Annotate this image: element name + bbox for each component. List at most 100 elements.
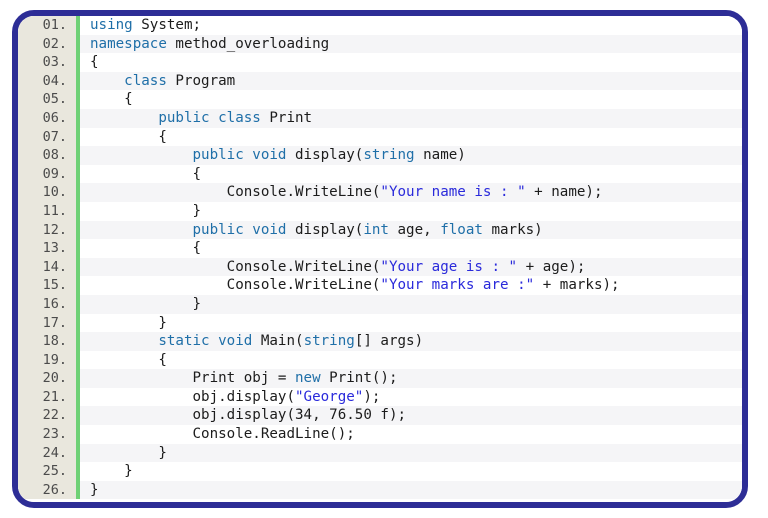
code-plain-text: Console.WriteLine( [90, 277, 381, 294]
code-keyword: new [295, 370, 321, 387]
code-line-text: public void display(int age, float marks… [80, 221, 742, 240]
code-keyword: float [440, 221, 483, 238]
code-line-text: } [80, 314, 742, 333]
code-line[interactable]: 09. { [18, 164, 742, 184]
line-number: 18. [18, 332, 80, 351]
code-plain-text: { [90, 128, 167, 145]
code-line[interactable]: 07. { [18, 127, 742, 147]
code-plain-text: } [90, 295, 202, 312]
code-line[interactable]: 03.{ [18, 53, 742, 72]
code-plain-text: Console.WriteLine( [90, 258, 381, 275]
line-number: 14. [18, 257, 80, 277]
code-line[interactable]: 06. public class Print [18, 108, 742, 128]
line-number: 22. [18, 406, 80, 426]
code-line[interactable]: 23. Console.ReadLine(); [18, 425, 742, 444]
code-line-text: } [80, 462, 742, 481]
code-line-text: } [80, 295, 742, 314]
code-line-text: Console.WriteLine("Your marks are :" + m… [80, 276, 742, 295]
code-line[interactable]: 13. { [18, 239, 742, 258]
line-number: 21. [18, 387, 80, 407]
code-line[interactable]: 17. } [18, 313, 742, 333]
code-plain-text: [] args) [354, 333, 424, 350]
code-keyword: public class [158, 109, 261, 126]
code-line-text: { [80, 128, 742, 147]
code-line-text: { [80, 165, 742, 184]
code-plain-text: display( [286, 147, 364, 164]
code-line[interactable]: 20. Print obj = new Print(); [18, 369, 742, 388]
line-number: 13. [18, 239, 80, 258]
code-line[interactable]: 15. Console.WriteLine("Your marks are :"… [18, 276, 742, 295]
code-string-literal: "Your age is : " [380, 258, 518, 275]
code-line[interactable]: 05. { [18, 90, 742, 109]
line-number: 16. [18, 294, 80, 314]
line-number: 06. [18, 108, 80, 128]
code-plain-text: { [90, 240, 202, 257]
code-plain-text: + marks); [534, 277, 620, 294]
code-plain-text: { [90, 91, 133, 108]
code-plain-text: Print [260, 109, 313, 126]
code-line-text: public void display(string name) [80, 146, 742, 165]
code-line-text: public class Print [80, 109, 742, 128]
code-line[interactable]: 02.namespace method_overloading [18, 34, 742, 54]
code-line-text: Console.WriteLine("Your age is : " + age… [80, 258, 742, 277]
code-plain-text [90, 222, 193, 238]
code-line[interactable]: 18. static void Main(string[] args) [18, 332, 742, 351]
code-editor-frame: 01.using System;02.namespace method_over… [12, 10, 748, 508]
code-line[interactable]: 04. class Program [18, 71, 742, 91]
code-line[interactable]: 10. Console.WriteLine("Your name is : " … [18, 183, 742, 202]
code-line[interactable]: 08. public void display(string name) [18, 146, 742, 165]
code-line-text: } [80, 481, 742, 500]
code-line-text: static void Main(string[] args) [80, 332, 742, 351]
code-line[interactable]: 22. obj.display(34, 76.50 f); [18, 406, 742, 426]
code-plain-text [90, 147, 193, 163]
line-number: 04. [18, 71, 80, 91]
code-plain-text: } [90, 314, 167, 331]
code-line[interactable]: 26.} [18, 480, 742, 500]
code-plain-text [90, 333, 158, 349]
code-line[interactable]: 16. } [18, 294, 742, 314]
line-number: 17. [18, 313, 80, 333]
code-plain-text: Main( [252, 333, 304, 350]
code-line[interactable]: 24. } [18, 443, 742, 463]
code-line[interactable]: 19. { [18, 350, 742, 370]
code-plain-text: { [90, 54, 99, 71]
code-plain-text: obj.display(34, 76.50 f); [90, 407, 407, 424]
code-plain-text: Console.ReadLine(); [90, 426, 355, 443]
code-plain-text: { [90, 351, 167, 368]
line-number: 24. [18, 443, 80, 463]
line-number: 23. [18, 425, 80, 444]
code-keyword: int [363, 221, 389, 238]
line-number: 26. [18, 480, 80, 500]
code-line[interactable]: 25. } [18, 462, 742, 481]
code-plain-text: } [90, 202, 202, 219]
code-keyword: static void [158, 333, 253, 350]
code-plain-text: marks) [482, 221, 543, 238]
line-number: 07. [18, 127, 80, 147]
code-line-text: obj.display(34, 76.50 f); [80, 406, 742, 425]
code-line-text: namespace method_overloading [80, 35, 742, 54]
code-line[interactable]: 11. } [18, 201, 742, 221]
code-keyword: class [124, 72, 167, 89]
line-number: 01. [18, 16, 80, 35]
line-number: 25. [18, 462, 80, 481]
code-plain-text: + age); [517, 258, 586, 275]
code-string-literal: "Your name is : " [380, 184, 526, 201]
code-plain-text: method_overloading [166, 35, 330, 52]
code-line[interactable]: 14. Console.WriteLine("Your age is : " +… [18, 257, 742, 277]
code-plain-text: } [90, 444, 167, 461]
line-number: 09. [18, 164, 80, 184]
code-line[interactable]: 01.using System; [18, 16, 742, 35]
code-string-literal: "George" [295, 388, 364, 405]
code-line-text: { [80, 90, 742, 109]
code-plain-text [90, 110, 158, 126]
code-plain-text: Print(); [320, 370, 398, 387]
code-listing[interactable]: 01.using System;02.namespace method_over… [18, 16, 742, 502]
code-plain-text: age, [388, 221, 441, 238]
line-number: 11. [18, 201, 80, 221]
code-keyword: public void [192, 147, 287, 164]
code-line-text: using System; [80, 16, 742, 35]
code-line[interactable]: 12. public void display(int age, float m… [18, 220, 742, 240]
code-keyword: public void [192, 221, 287, 238]
code-plain-text [90, 73, 124, 89]
code-line[interactable]: 21. obj.display("George"); [18, 387, 742, 407]
